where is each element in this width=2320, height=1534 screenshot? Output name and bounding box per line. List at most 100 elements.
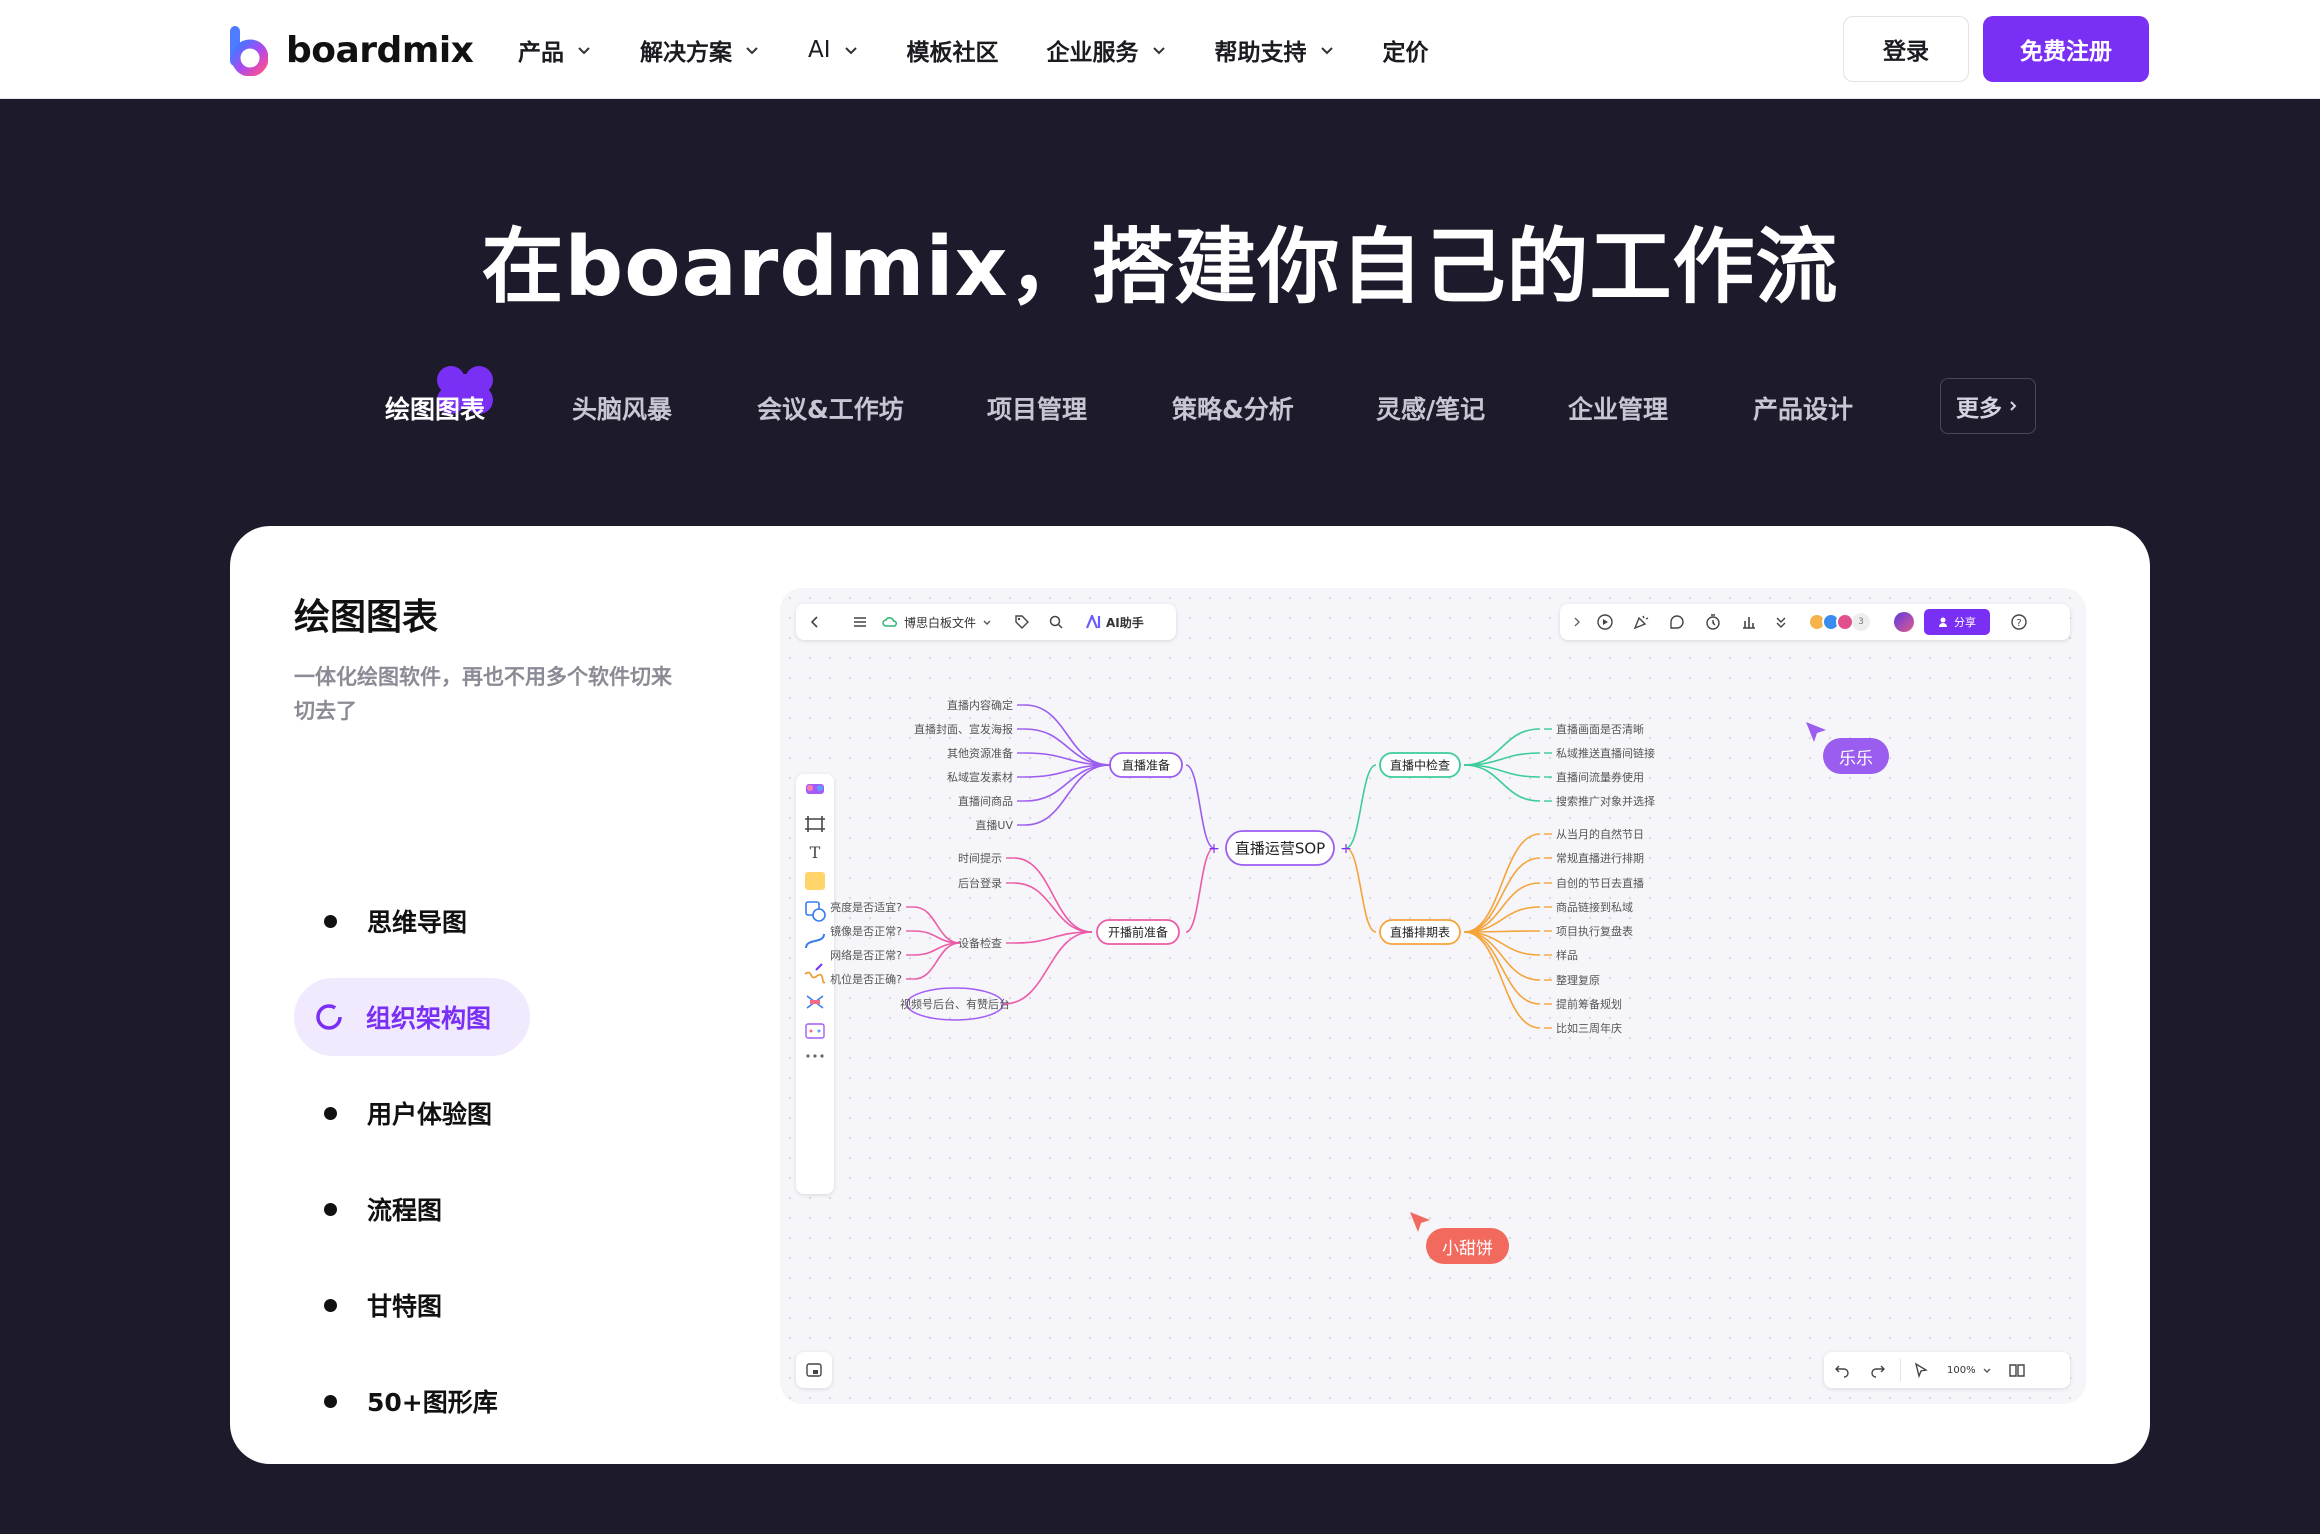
sticky-note-icon[interactable]: [805, 872, 825, 890]
feature-label: 组织架构图: [366, 1004, 492, 1033]
canvas-toolbar-right: 3 分享 ?: [1560, 604, 2070, 640]
tab-meeting[interactable]: 会议&工作坊: [757, 395, 904, 424]
mindmap-leaf: 比如三周年庆: [1556, 1021, 1622, 1035]
mindmap-leaf: 整理复原: [1556, 973, 1600, 987]
cloud-icon: [882, 617, 897, 627]
mindmap-link: [1463, 764, 1541, 802]
tab-project[interactable]: 项目管理: [987, 395, 1088, 424]
help-icon[interactable]: ?: [2010, 613, 2028, 631]
node-schedule-box: [1379, 919, 1461, 945]
cursor-label-xiaotianbing: 小甜饼: [1426, 1228, 1509, 1264]
tab-enterprise[interactable]: 企业管理: [1568, 395, 1669, 424]
mindmap-leaf: 商品链接到私域: [1556, 900, 1633, 914]
play-icon[interactable]: [1596, 613, 1614, 631]
feature-gantt[interactable]: 甘特图: [294, 1266, 654, 1344]
vote-icon[interactable]: [1740, 613, 1758, 631]
more-apps-icon[interactable]: [805, 1023, 825, 1039]
mindmap-leaf: 提前筹备规划: [1556, 997, 1622, 1011]
mindmap-leaf: 私域宣发素材: [947, 770, 1013, 784]
feature-label: 思维导图: [367, 908, 468, 937]
pen-icon[interactable]: [804, 963, 826, 984]
tab-strategy[interactable]: 策略&分析: [1172, 395, 1294, 424]
more-icon[interactable]: [806, 1054, 824, 1058]
mindmap-leaf: 直播内容确定: [947, 698, 1013, 712]
tag-icon[interactable]: [1014, 614, 1030, 630]
feature-org-chart[interactable]: 组织架构图: [294, 978, 530, 1056]
node-check-box: [1379, 752, 1461, 778]
canvas-tool-palette: T: [796, 774, 834, 1194]
undo-icon[interactable]: [1834, 1362, 1850, 1378]
pointer-icon[interactable]: [1913, 1362, 1929, 1378]
tab-product-design[interactable]: 产品设计: [1753, 395, 1854, 424]
login-button[interactable]: 登录: [1843, 16, 1969, 82]
nav-ai[interactable]: AI: [808, 37, 859, 63]
timer-icon[interactable]: [1704, 613, 1722, 631]
add-node-icon: +: [1208, 841, 1220, 857]
feature-flowchart[interactable]: 流程图: [294, 1170, 654, 1248]
nav-product[interactable]: 产品: [518, 33, 592, 67]
mindmap-link: [1013, 882, 1093, 933]
text-icon[interactable]: T: [810, 843, 821, 862]
bullet-icon: [324, 1298, 337, 1312]
template-icon[interactable]: [806, 784, 824, 794]
mindmap-link: [1013, 857, 1093, 933]
card-description: 一体化绘图软件，再也不用多个软件切来切去了: [294, 665, 672, 723]
node-pre-label: 开播前准备: [1108, 924, 1168, 939]
nav-solutions[interactable]: 解决方案: [640, 33, 760, 67]
mindmap-leaf: 常规直播进行排期: [1556, 851, 1644, 865]
loading-ring-icon: [316, 1004, 342, 1030]
whiteboard-preview: 博思白板文件 AI助手 3 分享: [780, 588, 2086, 1404]
category-tabs: 绘图图表 头脑风暴 会议&工作坊 项目管理 策略&分析 灵感/笔记 企业管理 产…: [385, 366, 2036, 440]
nav-label: 定价: [1382, 39, 1429, 66]
zoom-level[interactable]: 100%: [1947, 1364, 1976, 1376]
frame-icon[interactable]: [805, 816, 825, 832]
party-icon[interactable]: [1632, 613, 1650, 631]
chevron-down-icon: [1320, 46, 1333, 54]
nav-enterprise[interactable]: 企业服务: [1047, 33, 1167, 67]
mindmap-leaf: 搜索推广对象并选择: [1556, 794, 1655, 808]
back-icon[interactable]: [808, 615, 822, 629]
feature-mindmap[interactable]: 思维导图: [294, 882, 654, 960]
tab-notes[interactable]: 灵感/笔记: [1376, 395, 1486, 424]
mindmap-leaf: 亮度是否适宜?: [830, 900, 902, 914]
bullet-icon: [324, 914, 337, 928]
hero-title: 在boardmix，搭建你自己的工作流: [481, 220, 1839, 315]
nav-templates[interactable]: 模板社区: [907, 33, 999, 67]
feature-shape-library[interactable]: 50+图形库: [294, 1362, 654, 1440]
share-button[interactable]: 分享: [1924, 609, 1990, 635]
logo[interactable]: boardmix: [228, 24, 474, 77]
signup-button[interactable]: 免费注册: [1983, 16, 2149, 82]
tab-brainstorm[interactable]: 头脑风暴: [572, 395, 673, 424]
chevron-down-icon: [746, 46, 758, 54]
collaborator-avatars[interactable]: 3: [1808, 613, 1870, 631]
shape-icon[interactable]: [805, 901, 826, 922]
file-name[interactable]: 博思白板文件: [904, 615, 977, 630]
mindmap-leaf: 直播间流量券使用: [1556, 770, 1644, 784]
chevron-right-icon[interactable]: [1572, 616, 1582, 628]
user-avatar[interactable]: [1894, 612, 1914, 632]
tab-drawing[interactable]: 绘图图表: [385, 395, 486, 424]
mindmap-icon[interactable]: [806, 995, 824, 1009]
search-icon[interactable]: [1048, 614, 1064, 630]
nav-pricing[interactable]: 定价: [1383, 33, 1429, 67]
redo-icon[interactable]: [1870, 1362, 1886, 1378]
mindmap-leaf: 自创的节日去直播: [1556, 876, 1644, 890]
feature-ux-map[interactable]: 用户体验图: [294, 1074, 654, 1152]
mindmap-leaf: 机位是否正确?: [830, 972, 902, 986]
collapse-icon[interactable]: [1774, 615, 1788, 629]
mindmap-link: [1463, 906, 1541, 933]
nav-help[interactable]: 帮助支持: [1215, 33, 1335, 67]
more-button[interactable]: 更多: [1940, 378, 2036, 434]
comment-icon[interactable]: [1668, 613, 1686, 631]
menu-icon[interactable]: [852, 615, 868, 629]
share-label: 分享: [1954, 616, 1976, 629]
connector-icon[interactable]: [805, 933, 825, 949]
ai-assistant-label[interactable]: AI助手: [1106, 615, 1144, 630]
feature-label: 流程图: [367, 1196, 443, 1225]
mindmap-link: [1013, 931, 1093, 944]
branch-link: [1345, 764, 1377, 849]
nav-label: 解决方案: [640, 39, 732, 66]
mindmap-leaf: 直播封面、宣发海报: [914, 722, 1013, 736]
book-icon[interactable]: [2008, 1362, 2026, 1378]
minimap-button[interactable]: [796, 1352, 832, 1388]
